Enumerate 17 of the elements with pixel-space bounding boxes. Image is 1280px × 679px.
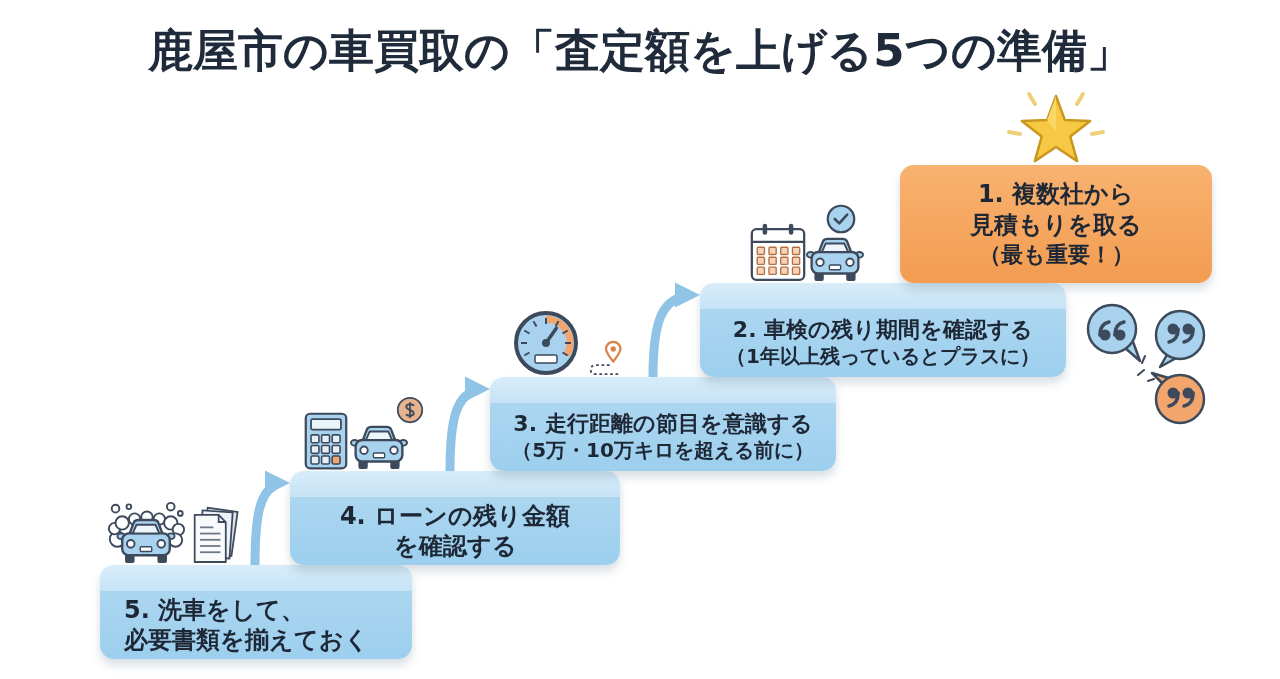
curved-arrow (648, 283, 701, 378)
step-note: （5万・10万キロを超える前に） (512, 438, 814, 464)
curved-arrow (445, 377, 491, 472)
step-label: 4. ローンの残り金額を確認する (338, 501, 572, 561)
curved-arrow (250, 471, 291, 566)
step-note: （最も重要！） (978, 240, 1134, 269)
stair-step (100, 565, 412, 659)
stair-step (290, 471, 620, 565)
step-label: 1. 複数社から見積もりを取る (969, 178, 1143, 241)
highlight-box (900, 165, 1212, 283)
step-note: （1年以上残っているとプラスに） (726, 344, 1040, 370)
stair-step (490, 377, 836, 471)
title: 鹿屋市の車買取の「査定額を上げる5つの準備」 (148, 24, 1132, 78)
step-label: 3. 走行距離の節目を意識する (513, 410, 813, 439)
stair-step (700, 283, 1066, 377)
step-label: 5. 洗車をして、必要書類を揃えておく (124, 595, 370, 655)
step-label: 2. 車検の残り期間を確認する (732, 316, 1034, 345)
